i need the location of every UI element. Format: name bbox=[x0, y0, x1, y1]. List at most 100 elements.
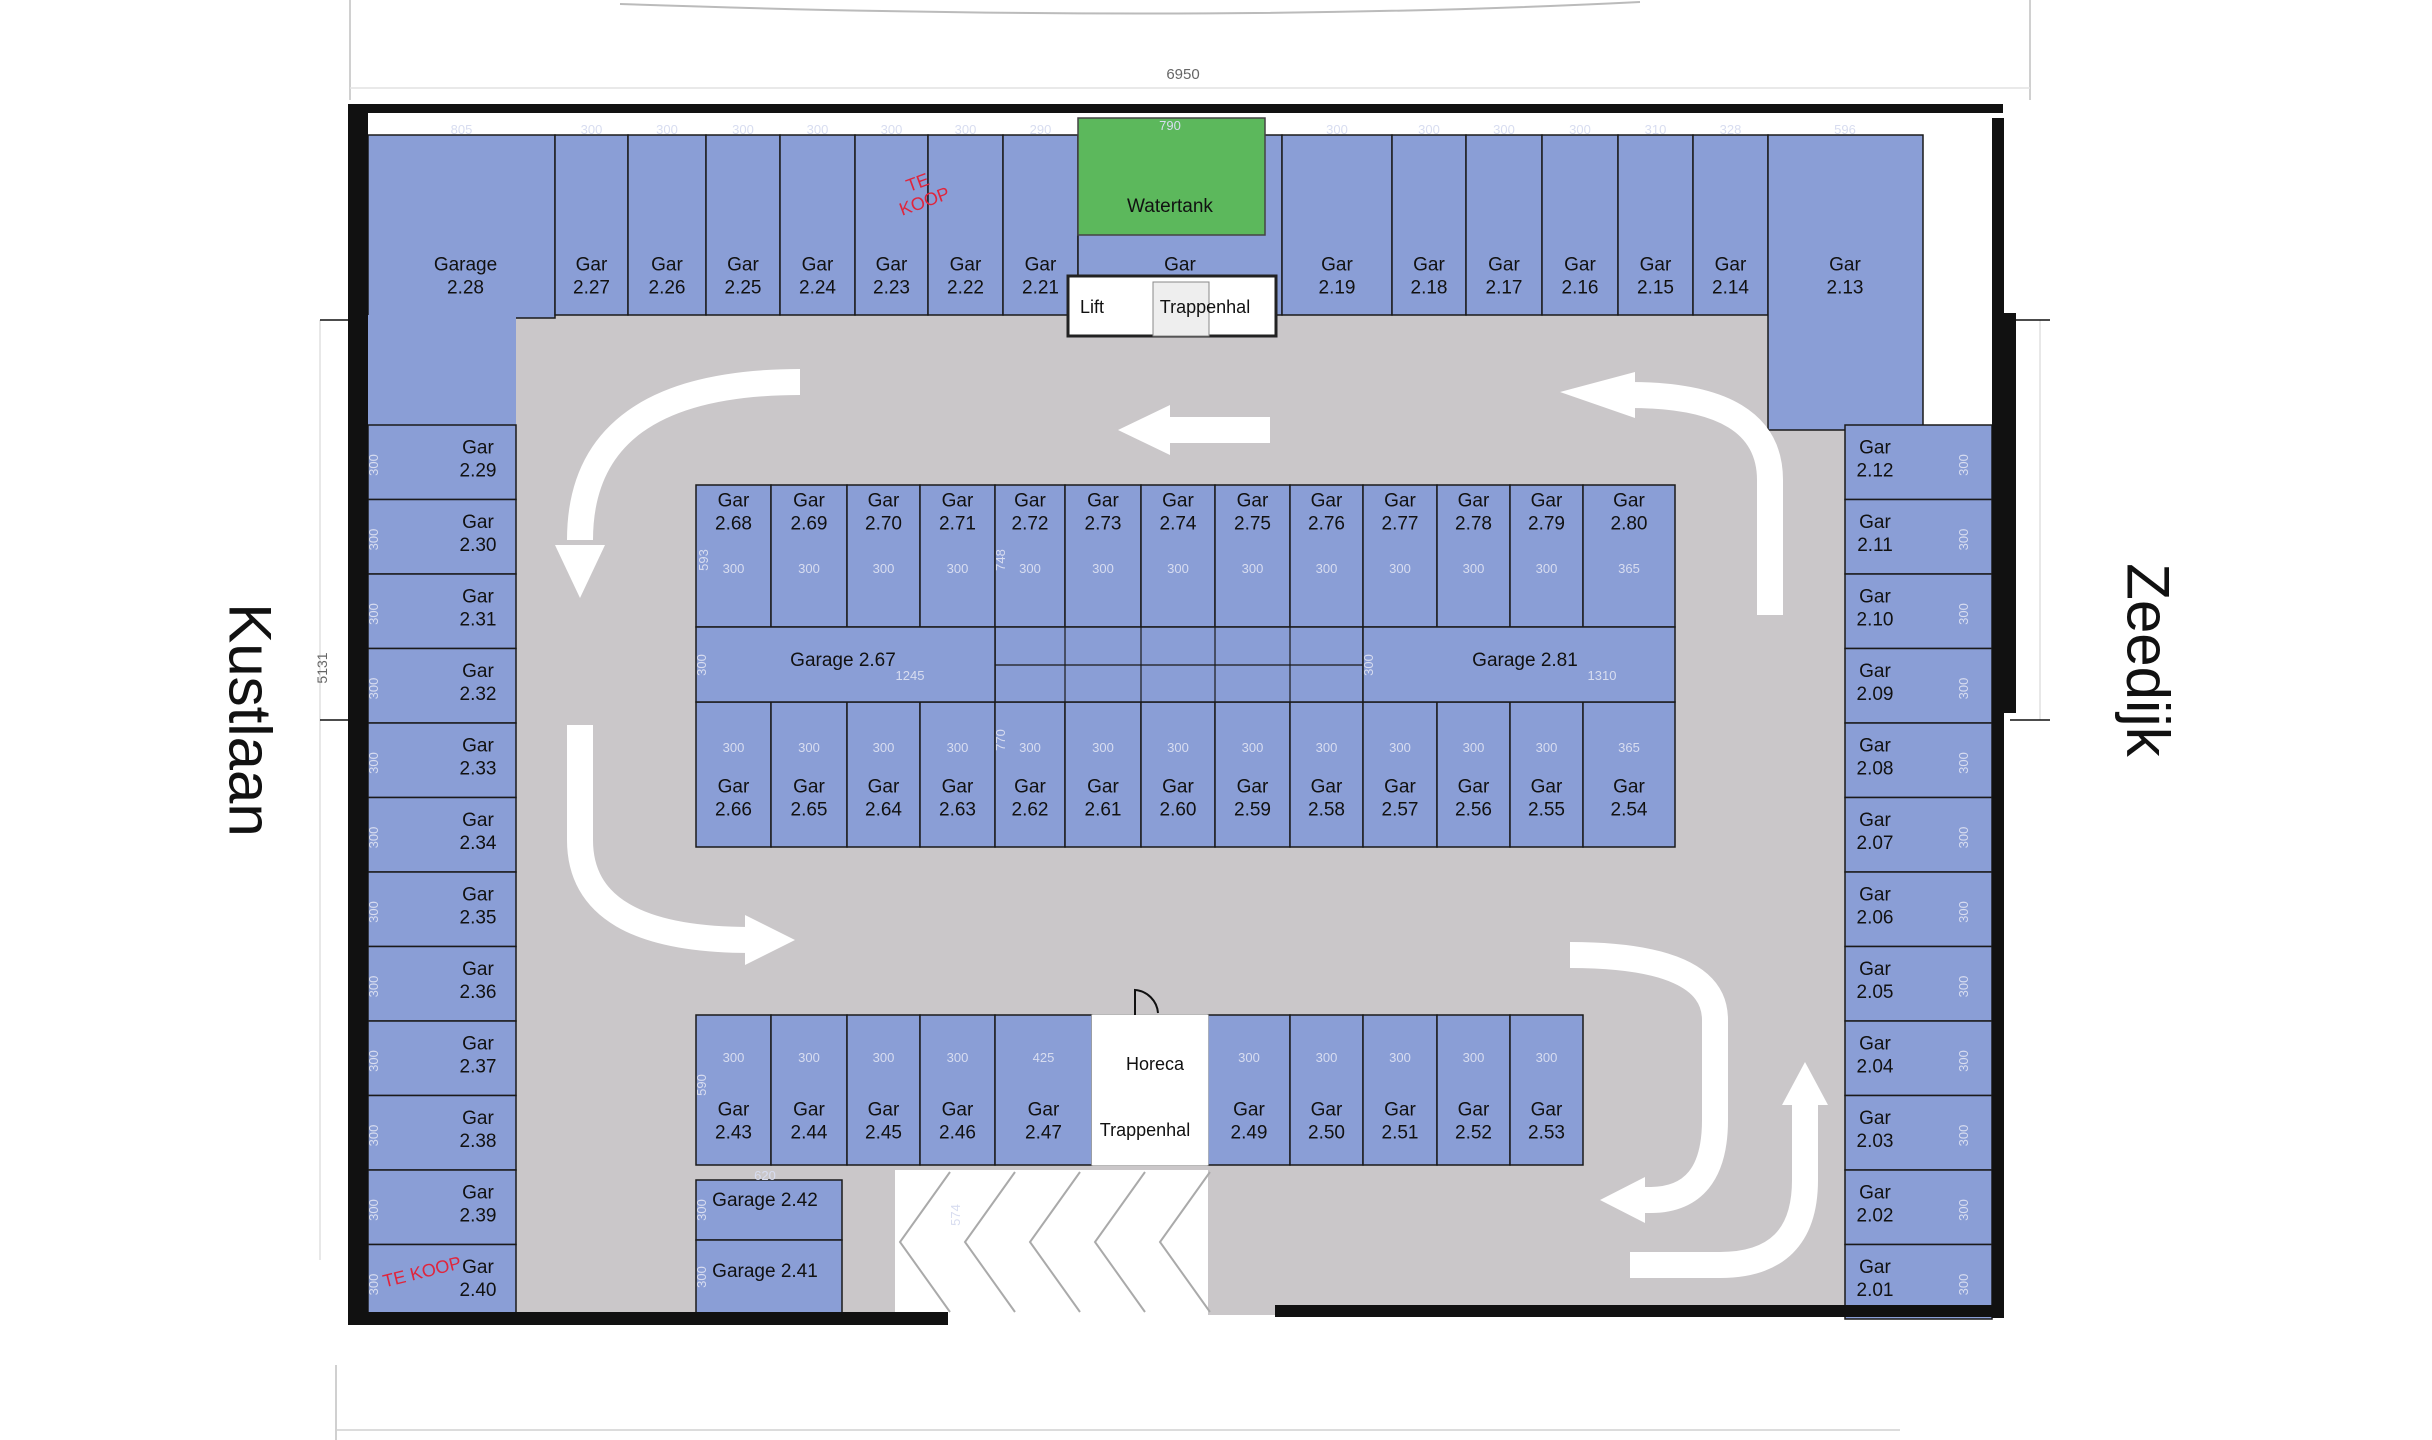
ramp-chevron bbox=[963, 1171, 1016, 1313]
dimension-label: 300 bbox=[1956, 1199, 1971, 1221]
dimension-label: 300 bbox=[1389, 561, 1411, 576]
dimension-label: 300 bbox=[1361, 654, 1376, 676]
dimension-label: 300 bbox=[723, 740, 745, 755]
arrow-southeast-inner bbox=[1569, 942, 1728, 1213]
garage-box bbox=[695, 1014, 772, 1166]
garage-box bbox=[367, 1169, 517, 1246]
dimension-label: 300 bbox=[1956, 1274, 1971, 1296]
dimension-label: 300 bbox=[366, 827, 381, 849]
garage-box bbox=[1767, 134, 1924, 431]
garage-box bbox=[1362, 1014, 1438, 1166]
dimension-label: 300 bbox=[1956, 901, 1971, 923]
garage-box bbox=[695, 626, 996, 703]
dimension-label: 300 bbox=[798, 740, 820, 755]
garage-box bbox=[1844, 647, 1993, 724]
dimension-label: 300 bbox=[1956, 976, 1971, 998]
dimension-label: 365 bbox=[1618, 740, 1640, 755]
garage-box bbox=[1281, 134, 1393, 316]
garage-box bbox=[1391, 134, 1467, 316]
wall-west bbox=[348, 104, 368, 1325]
garage-box bbox=[1465, 134, 1543, 316]
dimension-label: 300 bbox=[881, 122, 903, 137]
dimension-label: 300 bbox=[366, 901, 381, 923]
dimension-label: 300 bbox=[1092, 740, 1114, 755]
garage-box bbox=[367, 134, 556, 319]
garage-box bbox=[1140, 484, 1216, 628]
garage-box bbox=[1289, 1014, 1364, 1166]
dimension-label: 300 bbox=[366, 1199, 381, 1221]
garage-label: Garage 2.67 bbox=[790, 650, 896, 671]
watertank-room bbox=[1077, 117, 1266, 236]
dimension-label: 300 bbox=[873, 1050, 895, 1065]
garage-box bbox=[1582, 701, 1676, 848]
dimension-label: 300 bbox=[1019, 740, 1041, 755]
garage-box bbox=[367, 1020, 517, 1097]
arrow-northwest bbox=[567, 369, 801, 541]
garage-box bbox=[1844, 1169, 1993, 1246]
ramp-surface bbox=[895, 1170, 1208, 1315]
ramp-chevron bbox=[898, 1171, 951, 1313]
dimension-label: 300 bbox=[366, 752, 381, 774]
garage-box bbox=[1582, 484, 1676, 628]
dimension-label: 290 bbox=[1030, 122, 1052, 137]
dimension-label: 300 bbox=[1569, 122, 1591, 137]
dimension-label: 593 bbox=[696, 549, 711, 571]
garage-box bbox=[695, 1179, 843, 1241]
dimension-label: 425 bbox=[1033, 1050, 1055, 1065]
stairwell-label: Trappenhal bbox=[1160, 297, 1250, 317]
dimension-label: 300 bbox=[1316, 1050, 1338, 1065]
garage-box bbox=[1214, 484, 1291, 628]
dimension-label: 300 bbox=[366, 529, 381, 551]
garage-box bbox=[1214, 701, 1291, 848]
dimension-label: 574 bbox=[948, 1204, 963, 1226]
dimension-label: 300 bbox=[1463, 740, 1485, 755]
dimension-label: 300 bbox=[798, 1050, 820, 1065]
dimension-label: 300 bbox=[1956, 1050, 1971, 1072]
dimension-label: 300 bbox=[366, 1050, 381, 1072]
garage-box bbox=[1844, 945, 1993, 1022]
dimension-label: 328 bbox=[1720, 122, 1742, 137]
dimension-label: 300 bbox=[1956, 454, 1971, 476]
